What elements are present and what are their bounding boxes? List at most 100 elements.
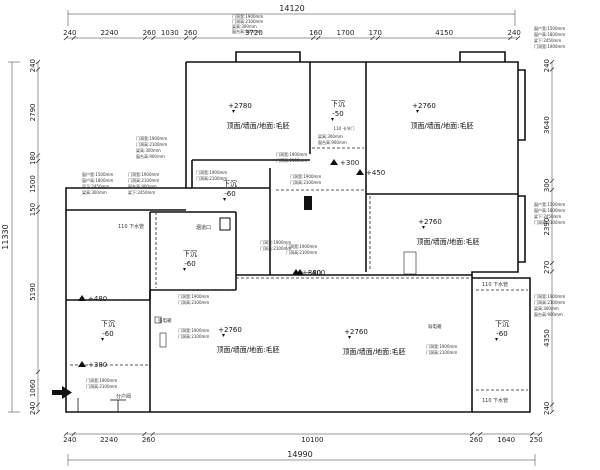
note-blocks: 门洞宽:1900mm 门洞高:2100mm 梁高:300mm 窗台高:900mm… (82, 13, 565, 389)
room-label: 下沉 -60 (101, 320, 115, 341)
right_segments-segment: 4350 (543, 329, 551, 347)
note-line: 梁高:300mm (534, 305, 559, 311)
note-line: 门洞宽:1900mm (136, 135, 167, 141)
top_segments-segment: 260 (184, 29, 197, 37)
note-line: 窗台高:900mm (136, 153, 165, 159)
left_segments-segment: 150 (29, 203, 37, 216)
room-finish: 顶面/墙面/地面:毛胚 (216, 345, 279, 354)
note-line: 窗户宽:1500mm (534, 25, 565, 31)
note-line: 门洞高:2100mm (196, 175, 227, 181)
top_segments-segment: 160 (309, 29, 322, 37)
level-marker: +300 (330, 159, 359, 167)
top_segments-segment: 1700 (337, 29, 355, 37)
room-depth: -60 (102, 330, 113, 338)
note-line: 门洞高:2100mm (136, 141, 167, 147)
room-label: +2760 顶面/墙面/地面:毛胚 (416, 218, 479, 246)
note-line: 门洞高:2100mm (534, 299, 565, 305)
left_segments-segment: 240 (29, 59, 37, 72)
note-line: 窗户宽:1500mm (82, 171, 113, 177)
level-marker: +450 (356, 169, 385, 177)
left-total-dimension: 11330 (1, 224, 10, 249)
right-pipe-tag-top: 110 下水管 (482, 281, 508, 288)
note-line: 门洞高:2100mm (290, 179, 321, 185)
left_segments-segment: 1500 (29, 175, 37, 193)
note-line: 门洞高:2100mm (86, 383, 117, 389)
note-line: 门洞宽:1900mm (534, 43, 565, 49)
right_segments-segment: 240 (543, 402, 551, 415)
callouts: 110 下水管 110 下水管 110 下水管 烟道口 强电箱 弱电箱 分户阀 (116, 223, 508, 404)
bottom_segments-segment: 10100 (301, 436, 323, 444)
note-line: 门洞宽:1900mm (196, 169, 227, 175)
right_segments-segment: 3640 (543, 116, 551, 134)
note-line: 门洞宽:1900mm (290, 173, 321, 179)
note-line: 窗户高:1800mm (534, 207, 565, 213)
level-marker-value: +380 (88, 361, 107, 369)
room-finish: 顶面/墙面/地面:毛胚 (416, 237, 479, 246)
level-marker-value: +300 (340, 159, 359, 167)
room-finish: 顶面/墙面/地面:毛胚 (226, 121, 289, 130)
level-marker-value: +400 (306, 269, 325, 277)
left_segments-segment: 5190 (29, 283, 37, 301)
note-line: 门洞宽:1900mm (276, 151, 307, 157)
top_segments-segment: 2240 (100, 29, 118, 37)
room-level: +2760 (418, 218, 442, 226)
room-depth: -60 (496, 330, 507, 338)
note-line: 门洞高:2100mm (276, 157, 307, 163)
top_segments-segment: 4150 (435, 29, 453, 37)
note-line: 门洞高:2100mm (286, 249, 317, 255)
walls (65, 51, 531, 413)
left_segments-segment: 180 (29, 152, 37, 165)
note-line: 门洞宽:1900mm (86, 377, 117, 383)
note-line: 门洞宽:1900mm (534, 293, 565, 299)
room-label: 下沉 -60 (495, 320, 509, 341)
note-line: 门洞高:2100mm (178, 299, 209, 305)
note-line: 门洞宽:1900mm (178, 327, 209, 333)
note-line: 门洞宽:1900mm (286, 243, 317, 249)
note-line: 窗户宽:1500mm (534, 201, 565, 207)
room-level: 下沉 (331, 100, 345, 108)
room-label: 下沉 -60 (183, 250, 197, 271)
room-depth: -60 (184, 260, 195, 268)
level-markers: +400+300+450+380+480+380 (78, 159, 385, 369)
level-marker: +380 (292, 269, 321, 277)
room-finish: 顶面/墙面/地面:毛胚 (410, 121, 473, 130)
note-line: 窗户高:1800mm (82, 177, 113, 183)
right-pipe-tag-bottom: 110 下水管 (482, 397, 508, 404)
room-level: 下沉 (495, 320, 509, 328)
note-line: 梁下:2450mm (534, 213, 561, 219)
room-label: 下沉-60 (223, 180, 237, 201)
level-marker: +380 (78, 361, 107, 369)
note-line: 梁下:2450mm (534, 37, 561, 43)
room-level: 下沉 (183, 250, 197, 258)
room-level: 下沉 (101, 320, 115, 328)
entry-marker-label: 烟道口 (196, 224, 211, 231)
note-line: 梁高:300mm (232, 23, 257, 29)
note-line: 窗台高:900mm (318, 139, 347, 145)
note-line: 窗台高:900mm (232, 28, 261, 34)
note-line: 梁高:300mm (318, 133, 343, 139)
room-depth: -50 (332, 110, 343, 118)
top_segments-segment: 3720 (245, 29, 263, 37)
room-label: +2780 顶面/墙面/地面:毛胚 (226, 102, 289, 130)
door-swing-icon (77, 398, 126, 412)
right_segments-segment: 240 (543, 59, 551, 72)
note-line: 门洞高:2100mm (178, 333, 209, 339)
note-line: 门洞高:2100mm (232, 18, 263, 24)
room-level: +2780 (228, 102, 252, 110)
note-line: 门洞宽:1900mm (260, 239, 291, 245)
bottom-total-dimension: 14990 (287, 450, 312, 459)
top_segments-segment: 1030 (161, 29, 179, 37)
level-marker-value: +380 (302, 269, 321, 277)
note-line: 门洞宽:1900mm (232, 13, 263, 19)
top_segments-segment: 240 (63, 29, 76, 37)
room-finish: 顶面/墙面/地面:毛胚 (342, 347, 405, 356)
